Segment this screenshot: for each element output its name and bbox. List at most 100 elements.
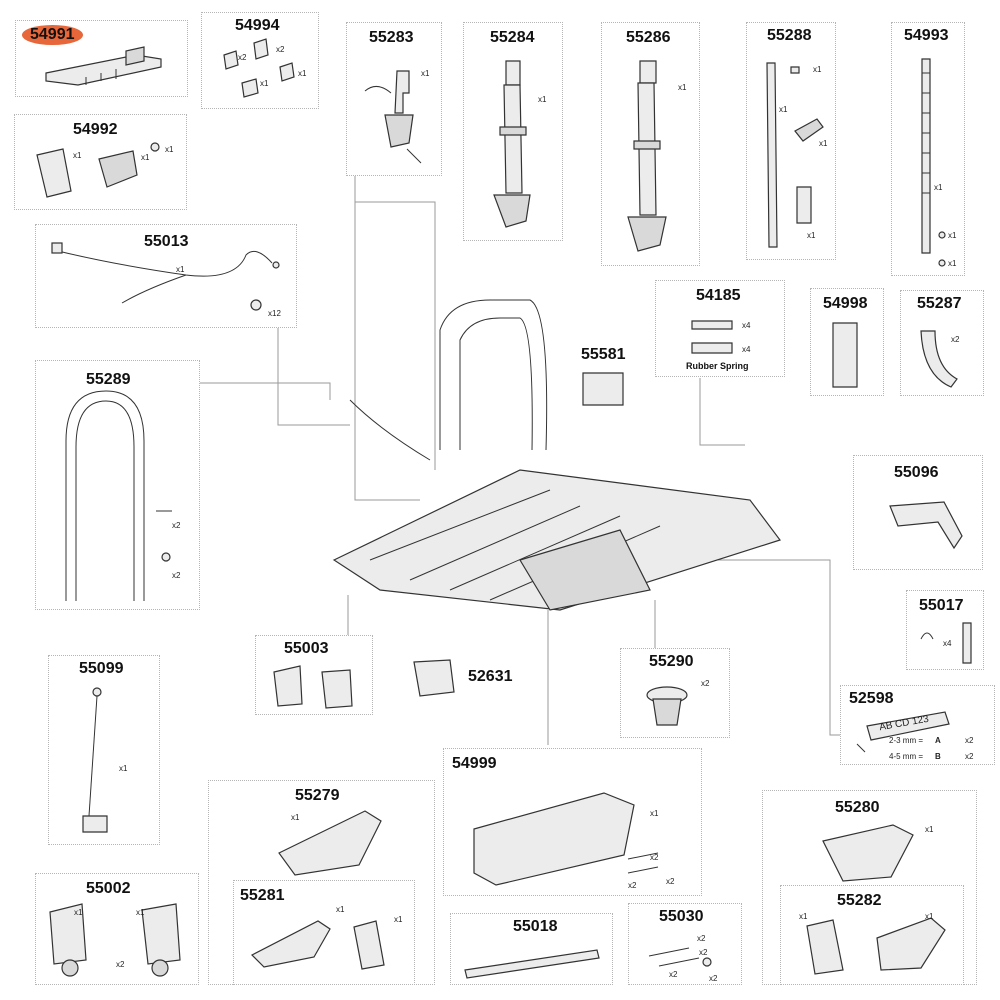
qty-label: x1: [176, 265, 185, 274]
qty-label: x1: [538, 95, 547, 104]
part-box-54991[interactable]: 54991: [15, 20, 188, 97]
part-number-55287[interactable]: 55287: [917, 295, 962, 312]
size-label: 4-5 mm =: [889, 752, 924, 761]
qty-label: x1: [799, 912, 808, 921]
part-number-55013[interactable]: 55013: [144, 233, 189, 250]
part-number-55284[interactable]: 55284: [490, 29, 535, 46]
part-box-55284[interactable]: 55284 x1: [463, 22, 563, 241]
end-cap-illustration: [806, 917, 946, 975]
qty-label: x1: [678, 83, 687, 92]
qty-label: x2: [238, 53, 247, 62]
part-box-54185[interactable]: 54185 x4 x4 Rubber Spring: [655, 280, 785, 377]
handle-illustration: [889, 501, 963, 550]
part-box-55017[interactable]: 55017 x4: [906, 590, 984, 670]
part-box-55281[interactable]: 55281 x1 x1: [233, 880, 415, 985]
part-number-55289[interactable]: 55289: [86, 371, 131, 388]
part-number-55003[interactable]: 55003: [284, 640, 329, 657]
part-box-55013[interactable]: 55013 x1 x12: [35, 224, 297, 328]
qty-label: x1: [807, 231, 816, 240]
part-box-55286[interactable]: 55286 x1: [601, 22, 700, 266]
part-number-55282[interactable]: 55282: [837, 892, 882, 909]
part-box-55290[interactable]: 55290 x2: [620, 648, 730, 738]
part-box-55003[interactable]: 55003: [255, 635, 373, 715]
part-box-55030[interactable]: 55030 x2 x2 x2 x2: [628, 903, 742, 985]
qty-label: x1: [421, 69, 430, 78]
qty-label: x12: [268, 309, 281, 318]
part-box-54993[interactable]: 54993 x1 x1 x1: [891, 22, 965, 276]
qty-label: x2: [965, 736, 974, 745]
qty-label: x1: [813, 65, 822, 74]
qty-label: x2: [172, 521, 181, 530]
part-box-52598[interactable]: 52598 AB CD 123 2-3 mm = A x2 4-5 mm = B…: [840, 685, 995, 765]
part-number-54998[interactable]: 54998: [823, 295, 868, 312]
part-number-55018[interactable]: 55018: [513, 918, 558, 935]
part-box-55287[interactable]: 55287 x2: [900, 290, 984, 396]
part-number-52631[interactable]: 52631: [468, 668, 513, 685]
part-number-55581[interactable]: 55581: [581, 346, 626, 363]
part-number-55288[interactable]: 55288: [767, 27, 812, 44]
qty-label: x1: [74, 908, 83, 917]
part-box-55018[interactable]: 55018: [450, 913, 613, 985]
part-number-54999[interactable]: 54999: [452, 755, 497, 772]
part-number-52598[interactable]: 52598: [849, 690, 894, 707]
rubber-spring-illustration: [691, 320, 733, 354]
part-number-55290[interactable]: 55290: [649, 653, 694, 670]
plate-holder-illustration: [473, 792, 659, 886]
qty-label: x2: [697, 934, 706, 943]
part-box-55289[interactable]: 55289 x2 x2: [35, 360, 200, 610]
part-number-55279[interactable]: 55279: [295, 787, 340, 804]
part-box-55282[interactable]: 55282 x1 x1: [780, 885, 964, 985]
qty-label: x1: [73, 151, 82, 160]
part-number-54992[interactable]: 54992: [73, 121, 118, 138]
qty-label: x1: [925, 912, 934, 921]
part-box-54994[interactable]: 54994 x2 x2 x1 x1: [201, 12, 319, 109]
part-box-55099[interactable]: 55099 x1: [48, 655, 160, 845]
cover-illustration: [278, 810, 382, 876]
hook-illustration: [920, 330, 958, 388]
wheel-holder-illustration: [36, 142, 160, 198]
part-number-55281[interactable]: 55281: [240, 887, 285, 904]
qty-label: x2: [951, 335, 960, 344]
part-number-54994[interactable]: 54994: [235, 17, 280, 34]
rubber-spring-label: Rubber Spring: [686, 361, 749, 371]
part-box-55283[interactable]: 55283 x1: [346, 22, 442, 176]
qty-label: x1: [948, 231, 957, 240]
rail-illustration: [464, 949, 600, 979]
clips-illustration: [223, 38, 295, 98]
part-number-54993[interactable]: 54993: [904, 27, 949, 44]
part-number-55030[interactable]: 55030: [659, 908, 704, 925]
part-number-55096[interactable]: 55096: [894, 464, 939, 481]
part-number-55002[interactable]: 55002: [86, 880, 131, 897]
part-number-54185[interactable]: 54185: [696, 287, 741, 304]
part-number-54991[interactable]: 54991: [22, 25, 83, 45]
part-number-55280[interactable]: 55280: [835, 799, 880, 816]
part-box-54992[interactable]: 54992 x1 x1 x1: [14, 114, 187, 210]
holder-illustration: [413, 659, 455, 697]
part-box-55002[interactable]: 55002 x1 x1 x2: [35, 873, 199, 985]
cable-illustration: [51, 242, 280, 311]
qty-label: x2: [666, 877, 675, 886]
qty-label: x2: [650, 853, 659, 862]
qty-label: x1: [119, 764, 128, 773]
part-box-55288[interactable]: 55288 x1 x1 x1 x1: [746, 22, 836, 260]
qty-label: x4: [943, 639, 952, 648]
part-number-55286[interactable]: 55286: [626, 29, 671, 46]
part-number-55017[interactable]: 55017: [919, 597, 964, 614]
qty-label: x2: [669, 970, 678, 979]
qty-label: x1: [298, 69, 307, 78]
ubolt-illustration: [920, 622, 972, 664]
qty-label: x1: [165, 145, 174, 154]
qty-label: x2: [701, 679, 710, 688]
qty-label: x2: [699, 948, 708, 957]
bike-carrier-assembly: [332, 299, 781, 611]
cap-illustration: [582, 372, 624, 406]
part-number-55099[interactable]: 55099: [79, 660, 124, 677]
part-box-54998[interactable]: 54998: [810, 288, 884, 396]
qty-label: x1: [934, 183, 943, 192]
part-box-55096[interactable]: 55096: [853, 455, 983, 570]
qty-label: x2: [965, 752, 974, 761]
part-box-54999[interactable]: 54999 x1 x2 x2 x2: [443, 748, 702, 896]
part-number-55283[interactable]: 55283: [369, 29, 414, 46]
qty-label: x1: [260, 79, 269, 88]
